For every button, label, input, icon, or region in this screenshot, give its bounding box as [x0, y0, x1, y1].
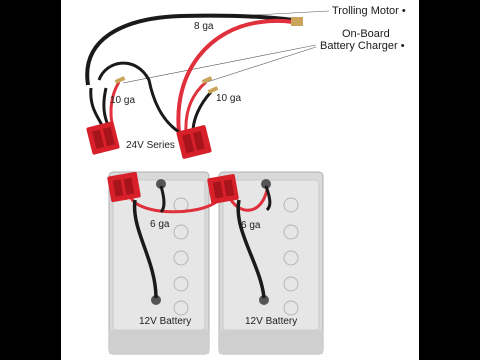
lug-10ga-left: [114, 76, 126, 84]
wire-battery-right-neg: [236, 199, 266, 299]
lug-8ga-black: [291, 17, 303, 22]
wire-10ga-left-black2: [102, 87, 111, 129]
label-6ga-left: 6 ga: [150, 219, 170, 230]
wire-battery-left-neg: [132, 199, 158, 299]
wire-10ga-right-red: [184, 80, 208, 133]
label-6ga-right: 6 ga: [241, 220, 261, 231]
connector-left-battery: [107, 171, 141, 203]
leader-charger-a: [122, 44, 317, 84]
lug-10ga-right-black: [207, 86, 219, 94]
wiring-diagram: Trolling Motor • On-Board Battery Charge…: [61, 0, 419, 360]
wire-6ga-right-red: [229, 189, 269, 212]
wire-8ga-black: [85, 13, 294, 86]
battery-right: [218, 171, 324, 355]
wire-6ga-left-black: [159, 185, 166, 214]
label-10ga-right: 10 ga: [216, 93, 242, 104]
leader-charger-b: [203, 46, 317, 84]
label-charger-line1: On-Board: [342, 28, 390, 40]
label-charger-line2: Battery Charger •: [320, 40, 405, 52]
wire-6ga-right-black: [264, 185, 272, 212]
label-10ga-left: 10 ga: [110, 95, 136, 106]
label-battery-right: 12V Battery: [245, 316, 298, 327]
label-8ga: 8 ga: [194, 21, 214, 32]
connector-left-top: [86, 121, 120, 155]
wire-series-black: [97, 61, 180, 134]
wire-10ga-left-black: [89, 87, 105, 129]
connector-right-battery: [207, 174, 239, 204]
lug-8ga-red: [291, 21, 303, 26]
label-24v-series: 24V Series: [126, 140, 175, 151]
diagram-art: [85, 10, 330, 355]
label-trolling-motor: Trolling Motor •: [332, 5, 406, 17]
label-battery-left: 12V Battery: [139, 316, 192, 327]
lug-10ga-right-red: [201, 76, 213, 84]
connector-right-top: [176, 125, 212, 159]
wire-8ga-red: [176, 18, 294, 133]
